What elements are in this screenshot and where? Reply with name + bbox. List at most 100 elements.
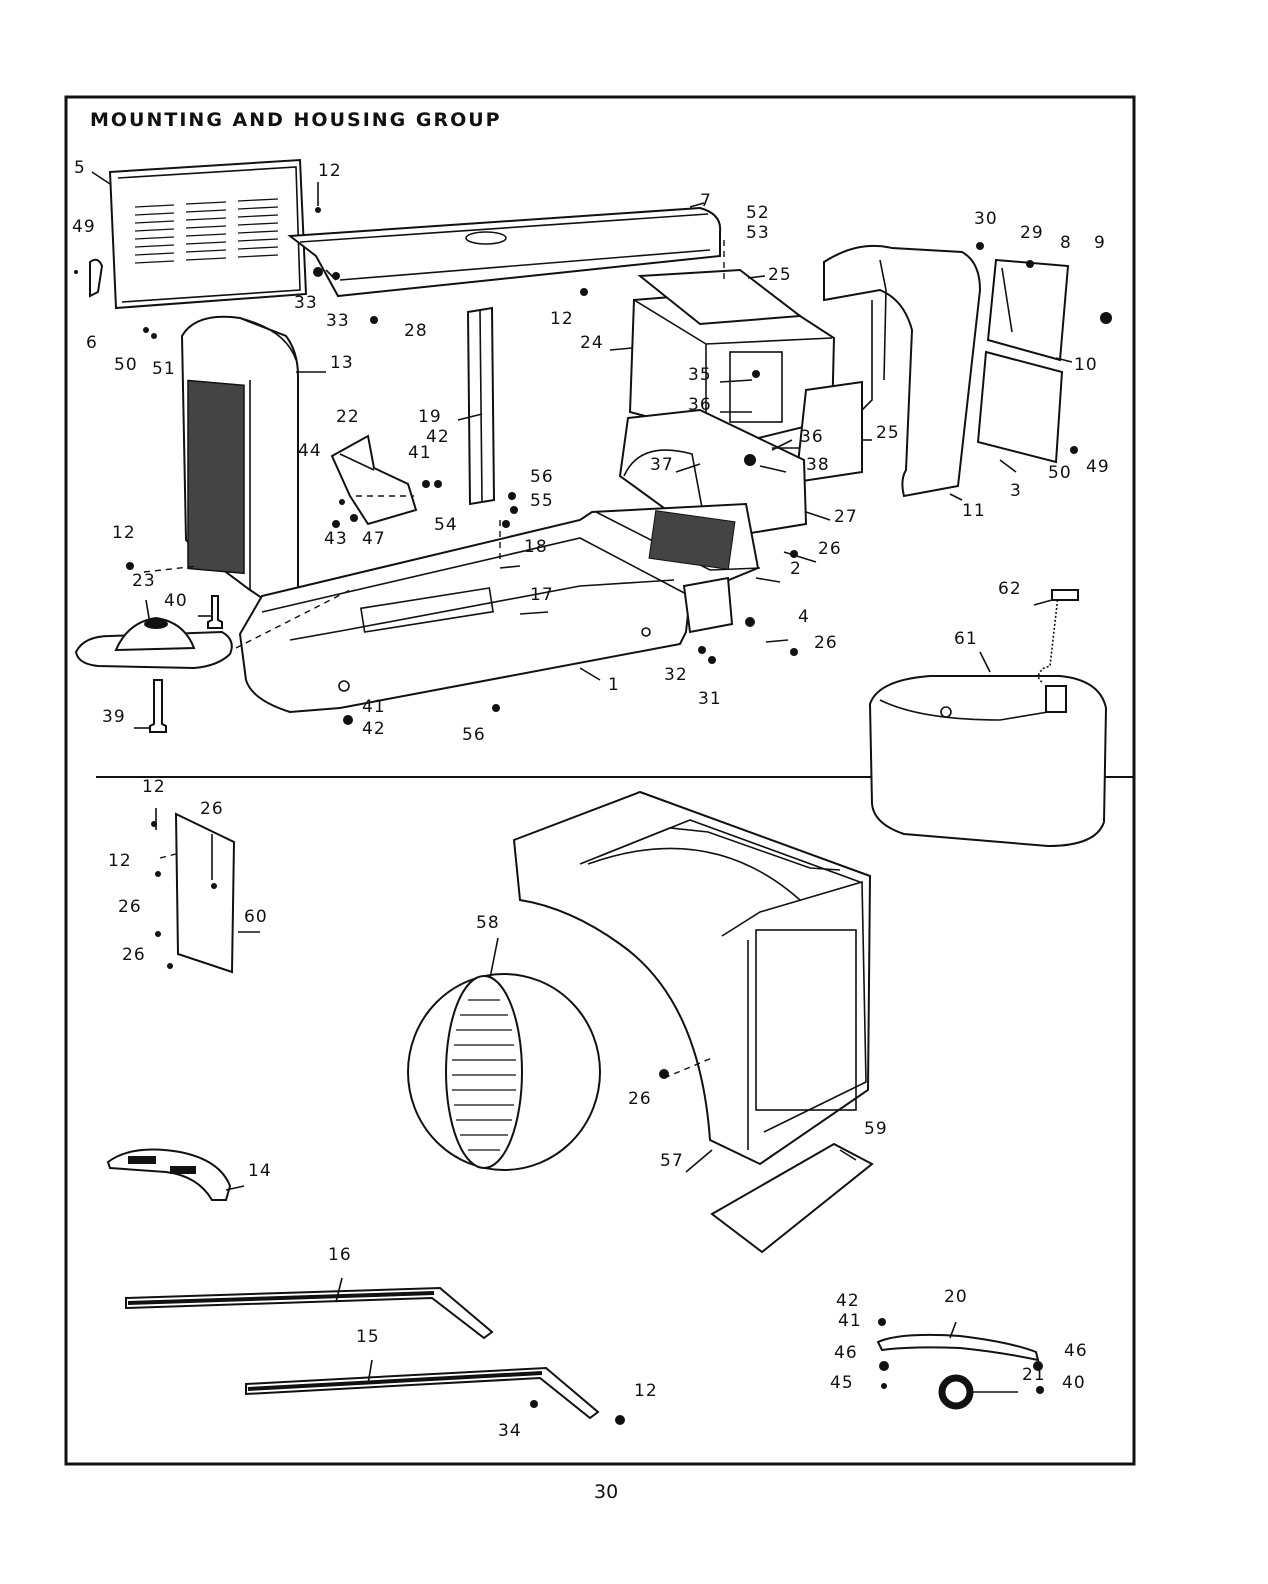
callout-18: 18 [524, 537, 548, 557]
callout-25-top: 25 [768, 265, 792, 285]
callout-12-low-c: 12 [634, 1381, 658, 1401]
callout-43: 43 [324, 529, 348, 549]
callout-26-c: 26 [200, 799, 224, 819]
callout-15: 15 [356, 1327, 380, 1347]
callout-10: 10 [1074, 355, 1098, 375]
callout-26-a: 26 [818, 539, 842, 559]
part-radiator-shroud [182, 317, 298, 598]
callout-4: 4 [798, 607, 810, 627]
callout-27: 27 [834, 507, 858, 527]
callout-6: 6 [86, 333, 98, 353]
callout-8: 8 [1060, 233, 1072, 253]
callout-2: 2 [790, 559, 802, 579]
callout-19: 19 [418, 407, 442, 427]
part-handle [108, 1150, 230, 1200]
callout-42-b: 42 [362, 719, 386, 739]
callout-36-b: 36 [800, 427, 824, 447]
callout-7: 7 [700, 191, 712, 211]
callout-9: 9 [1094, 233, 1106, 253]
callout-53: 53 [746, 223, 770, 243]
callout-31: 31 [698, 689, 722, 709]
callout-59: 59 [864, 1119, 888, 1139]
callout-49: 49 [72, 217, 96, 237]
callout-11: 11 [962, 501, 986, 521]
callout-22: 22 [336, 407, 360, 427]
callout-30: 30 [974, 209, 998, 229]
callout-36-a: 36 [688, 395, 712, 415]
page-title: MOUNTING AND HOUSING GROUP [90, 109, 502, 131]
part-side-plate [176, 814, 234, 972]
callout-41-b: 41 [362, 697, 386, 717]
callout-28: 28 [404, 321, 428, 341]
callout-50-b: 50 [1048, 463, 1072, 483]
callout-17: 17 [530, 585, 554, 605]
callout-33-a: 33 [294, 293, 318, 313]
bolt-39 [150, 680, 166, 732]
callout-26-d: 26 [118, 897, 142, 917]
callout-23: 23 [132, 571, 156, 591]
callout-20: 20 [944, 1287, 968, 1307]
callout-12-left: 12 [112, 523, 136, 543]
callout-12-low-b: 12 [108, 851, 132, 871]
part-latch [90, 260, 102, 296]
callout-46-b: 46 [1064, 1341, 1088, 1361]
callout-24: 24 [580, 333, 604, 353]
callout-14: 14 [248, 1161, 272, 1181]
callout-44: 44 [298, 441, 322, 461]
callout-41-c: 41 [838, 1311, 862, 1331]
part-fan-ring [408, 974, 600, 1170]
callout-34: 34 [498, 1421, 522, 1441]
part-rail [468, 308, 494, 504]
callout-21: 21 [1022, 1365, 1046, 1385]
part-floor-plate [712, 1144, 872, 1252]
callout-33-b: 33 [326, 311, 350, 331]
callout-12-top: 12 [318, 161, 342, 181]
callout-3: 3 [1010, 481, 1022, 501]
callout-12-low-a: 12 [142, 777, 166, 797]
callout-40-a: 40 [164, 591, 188, 611]
part-bracket [332, 436, 416, 524]
callout-55: 55 [530, 491, 554, 511]
part-grille-panel [110, 160, 306, 308]
callout-51: 51 [152, 359, 176, 379]
callout-58: 58 [476, 913, 500, 933]
callout-45: 45 [830, 1373, 854, 1393]
callout-26-b: 26 [814, 633, 838, 653]
callout-47: 47 [362, 529, 386, 549]
part-fuel-tank [870, 590, 1106, 846]
callout-41-a: 41 [408, 443, 432, 463]
callout-57: 57 [660, 1151, 684, 1171]
bolt-40 [208, 596, 222, 628]
callout-56-b: 56 [462, 725, 486, 745]
callout-29: 29 [1020, 223, 1044, 243]
callout-52: 52 [746, 203, 770, 223]
callout-42-c: 42 [836, 1291, 860, 1311]
callout-13: 13 [330, 353, 354, 373]
callout-26-f: 26 [628, 1089, 652, 1109]
callout-46-a: 46 [834, 1343, 858, 1363]
callout-40-b: 40 [1062, 1373, 1086, 1393]
callout-16: 16 [328, 1245, 352, 1265]
callout-35: 35 [688, 365, 712, 385]
part-trim-strips [126, 1288, 598, 1418]
callout-49-b: 49 [1086, 457, 1110, 477]
part-ground-strap [878, 1335, 1038, 1406]
part-side-panel [978, 260, 1068, 462]
callout-5: 5 [74, 158, 86, 178]
callout-12-mid: 12 [550, 309, 574, 329]
callout-38: 38 [806, 455, 830, 475]
callout-39: 39 [102, 707, 126, 727]
callout-32: 32 [664, 665, 688, 685]
page-number: 30 [594, 1481, 618, 1503]
callout-50: 50 [114, 355, 138, 375]
callout-62: 62 [998, 579, 1022, 599]
callout-26-e: 26 [122, 945, 146, 965]
callout-54: 54 [434, 515, 458, 535]
callout-37: 37 [650, 455, 674, 475]
callout-25-b: 25 [876, 423, 900, 443]
callout-1: 1 [608, 675, 620, 695]
callout-61: 61 [954, 629, 978, 649]
callout-56-a: 56 [530, 467, 554, 487]
callout-60: 60 [244, 907, 268, 927]
